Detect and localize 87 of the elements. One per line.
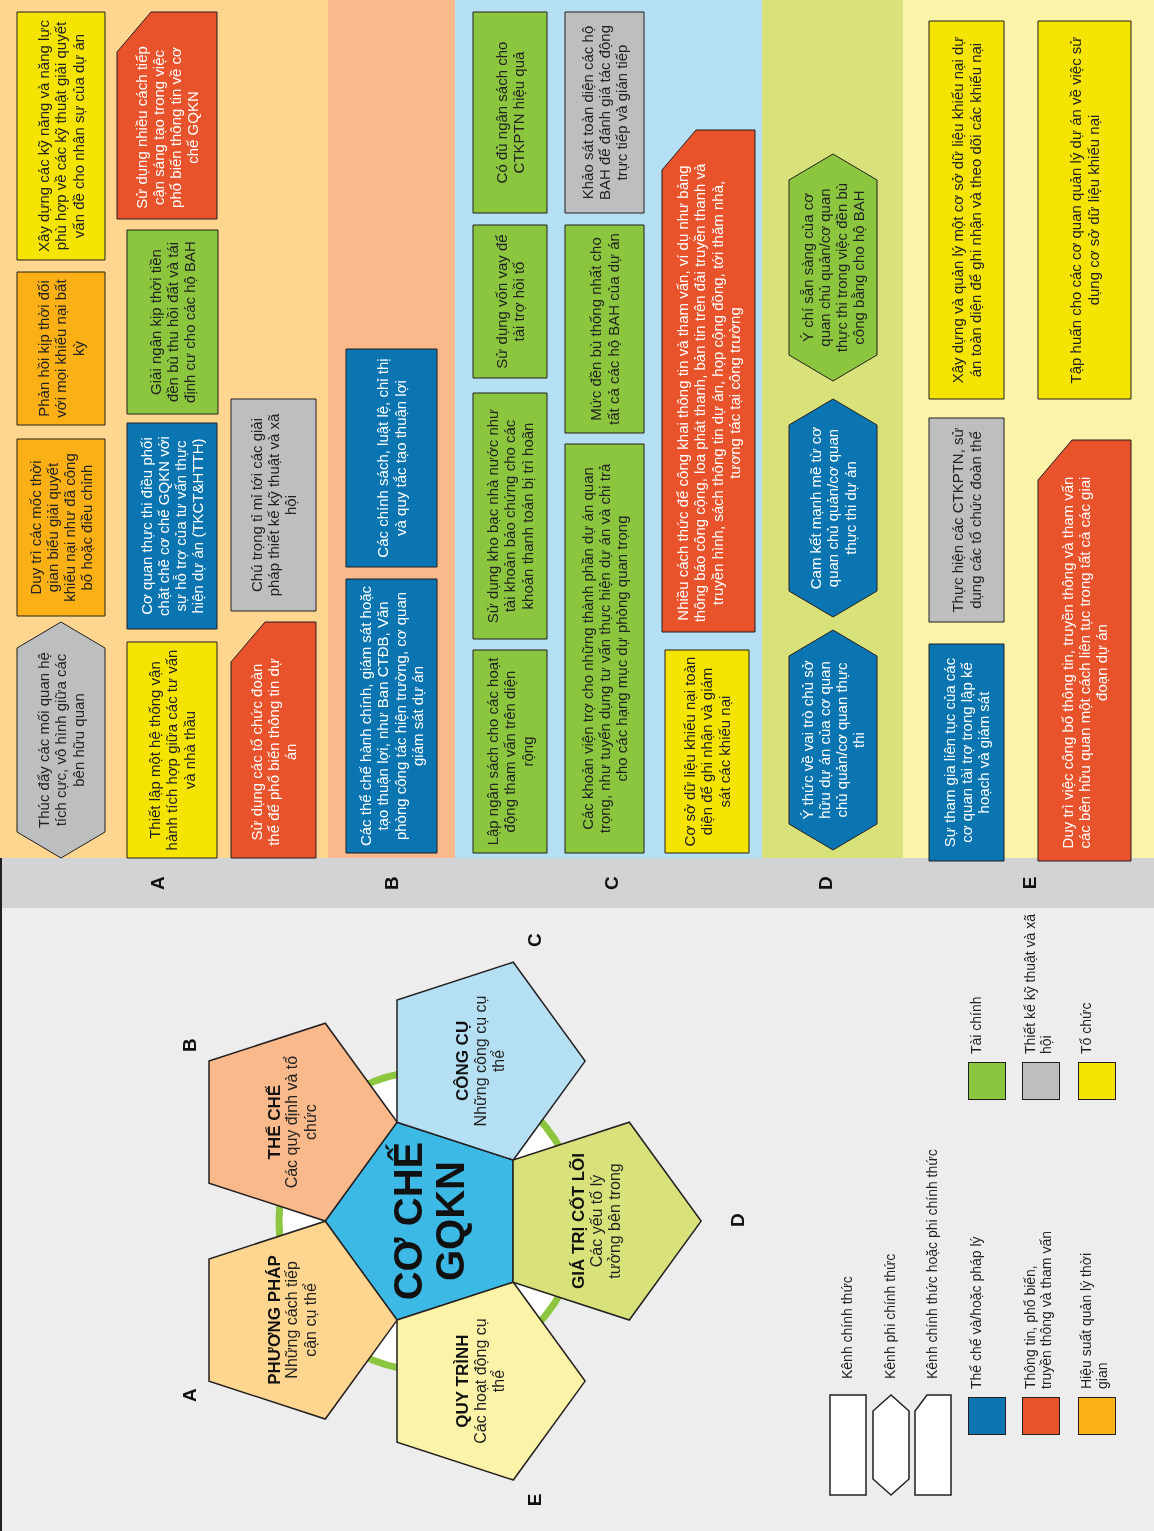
rectangle-box — [473, 225, 547, 378]
node-text: Tập huấn cho các cơ quan quản lý dự án về việc sử dụng cơ sở dữ liệu khiếu nại — [1067, 35, 1102, 386]
node-text: Cơ sở dữ liệu khiếu nại toàn diện để ghi nhận và giám sát các khiếu nại — [681, 656, 733, 847]
letter-label: C — [523, 932, 546, 949]
letter-label: B — [380, 875, 403, 892]
node-text: Thúc đẩy các mối quan hệ tích cực, vô hình giữa các bên hữu quan — [35, 651, 87, 830]
letter-label: C — [600, 875, 623, 892]
hexagon-box — [789, 630, 877, 850]
node-text: Cam kết mạnh mẽ từ cơ quan chủ quản/cơ quan thực thi dự án — [807, 425, 859, 591]
letter-label: D — [814, 875, 837, 892]
node-text: Cơ quan thực thi điều phối chặt chẽ cơ chế GQKN với sự hỗ trợ của tư vấn thực hiện dự án (TKCT&HTTH) — [137, 435, 207, 618]
pentagon-text: Các hoạt động cụ thể — [471, 1317, 508, 1446]
hexagon-box — [789, 154, 877, 381]
rectangle-box — [473, 393, 547, 639]
node-text: Mức đền bù thống nhất cho tất cả các hộ BAH của dự án — [587, 232, 622, 427]
node-text: Sử dụng vốn vay để tài trợ hồi tố — [492, 233, 528, 371]
letter-label: A — [146, 875, 169, 892]
rectangle-box — [346, 579, 437, 853]
node-text: Giải ngân kịp thời tiền đền bù thu hồi đất và tái định cư cho các hộ BAH — [146, 240, 199, 405]
pentagon-text: Những cách tiếp cận cụ thể — [283, 1260, 320, 1381]
legend-text: Tài chính — [968, 995, 985, 1054]
node-text: Ý thức về vai trò chủ sở hữu dự án của cơ quan chủ quản/cơ quan thực thi — [798, 659, 868, 822]
node-text: Ý chí sẵn sàng của cơ quan chủ quản/cơ quan thực thi trong việc đền bù công bằng cho hộ BAH — [798, 181, 868, 355]
rectangle-box — [473, 12, 547, 213]
rectangle-box — [231, 399, 316, 611]
chamfered-box — [662, 130, 755, 632]
rectangle-box — [127, 642, 217, 858]
rectangle-box — [929, 21, 1004, 399]
rectangle-box — [565, 444, 644, 853]
rectangle-box — [346, 349, 437, 567]
pentagon-text: Các yếu tố lý tưởng bên trong — [587, 1162, 625, 1281]
legend-text: Thiết kế kỹ thuật và xã hội — [1022, 912, 1055, 1054]
letter-label: A — [178, 1387, 201, 1404]
chamfered-box — [231, 622, 316, 858]
letter-label: E — [1018, 875, 1041, 892]
legend-text: Kênh phi chính thức — [881, 1252, 899, 1379]
pentagon-title: PHƯƠNG PHÁP — [265, 1255, 284, 1385]
rectangle-box — [1038, 21, 1131, 399]
legend-text: Thông tin, phổ biến, truyền thông và tham vấn — [1022, 1230, 1055, 1389]
rectangle-box — [127, 423, 217, 629]
legend-text: Kênh chính thức — [838, 1275, 856, 1379]
pentagon-title: CÔNG CỤ — [453, 1020, 472, 1102]
node-text: Thực hiện các CTKPTN, sử dụng các tổ chức đoàn thể — [949, 426, 984, 615]
pentagon-title: THỂ CHẾ — [265, 1084, 284, 1160]
node-text: Chú trọng tỉ mỉ tới các giải pháp thiết kế kỹ thuật và xã hội — [247, 412, 300, 599]
node-text: Lập ngân sách cho các hoạt động tham vấn trên diện rộng — [484, 656, 536, 847]
letter-label: E — [523, 1492, 546, 1509]
pentagon-title: GIÁ TRỊ CỐT LÕI — [569, 1153, 588, 1289]
pentagon-text: Những công cụ cụ thể — [471, 994, 508, 1129]
rectangle-box — [565, 12, 644, 213]
rectangle-box — [565, 225, 644, 433]
node-text: Sử dụng kho bạc nhà nước như tài khoản bảo chứng cho các khoản thanh toán bị trì hoãn — [484, 407, 536, 626]
rectangle-box — [127, 230, 218, 414]
center-title: CƠ CHẾ GQKN — [387, 1140, 471, 1303]
node-text: Sử dụng nhiều cách tiếp cận sáng tạo trong việc phổ biến thông tin về cơ chế GQKN — [132, 45, 202, 211]
legend-text: Thể chế và/hoặc pháp lý — [968, 1235, 985, 1389]
rectangle-box — [17, 272, 105, 425]
hexagon-box — [789, 399, 877, 617]
node-text: Duy trì việc công bố thông tin, truyền thông và tham vấn các bên hữu quan một cách liên tục trong tất cả các giai đoạn dự án — [1058, 475, 1111, 851]
chamfered-box — [117, 12, 217, 219]
node-text: Các khoản viện trợ cho những thành phần dự án quan trọng, như tuyển dụng tư vấn thực hiện dự án và chi trả cho các hạng mục dự phòng quan trọng — [578, 462, 631, 836]
legend-text: Hiệu suất quản lý thời gian — [1078, 1251, 1111, 1389]
rectangle-box — [929, 418, 1004, 622]
node-text: Khảo sát toàn diện các hộ BAH để đánh giá tác động trực tiếp và gián tiếp — [578, 23, 631, 203]
node-text: Xây dựng và quản lý một cơ sở dữ liệu khiếu nại dự án toàn diện để ghi nhận và theo dõi các khiếu nại — [949, 35, 984, 386]
rectangle-box — [17, 439, 105, 616]
letter-label: B — [178, 1037, 201, 1054]
legend-text: Kênh chính thức hoặc phi chính thức — [923, 1148, 941, 1379]
rectangle-box — [473, 650, 547, 853]
rectangle-box — [17, 12, 105, 260]
pentagon-text: Các quy định và tổ chức — [283, 1054, 320, 1191]
rectangle-box — [929, 644, 1004, 861]
pentagon-shape — [513, 1122, 702, 1320]
node-text: Có đủ ngân sách cho CTKPTN hiệu quả — [492, 40, 528, 186]
legend-text: Tổ chức — [1078, 1001, 1095, 1054]
rectangle-box — [665, 650, 749, 853]
node-text: Các chính sách, luật lệ, chỉ thị và quy tắc tạo thuận lợi — [374, 357, 409, 560]
node-text: Nhiều cách thức để công khai thông tin và tham vấn, ví dụ như bảng thông báo công cộng, loa phát thanh, bản tin trên đài truyền thanh và truyền hình, sách thông tin dự án, họp cộng đồng, tới thăm nhà, tương tác tại công trường — [674, 162, 743, 625]
node-text: Phản hồi kịp thời đối với mọi khiếu nại bất kỳ — [35, 278, 87, 419]
node-text: Duy trì các mốc thời gian biểu giải quyết khiếu nại như đã công bố hoặc điều chỉnh — [26, 452, 96, 604]
node-text: Sử dụng các tổ chức đoàn thể để phổ biến thông tin dự án — [247, 657, 300, 848]
node-text: Sự tham gia liên tục của các cơ quan tài trợ trong lập kế hoạch và giám sát — [940, 656, 993, 850]
node-text: Thiết lập một hệ thống vận hành tích hợp giữa các tư vấn và nhà thầu — [146, 648, 198, 852]
node-text: Xây dựng các kỹ năng và năng lực phù hợp về các kỹ thuật giải quyết vấn đề cho nhân sự của dự án — [35, 19, 87, 254]
pentagon-title: QUY TRÌNH — [453, 1334, 472, 1428]
letter-label: D — [726, 1212, 749, 1229]
chamfered-box — [1038, 440, 1131, 861]
